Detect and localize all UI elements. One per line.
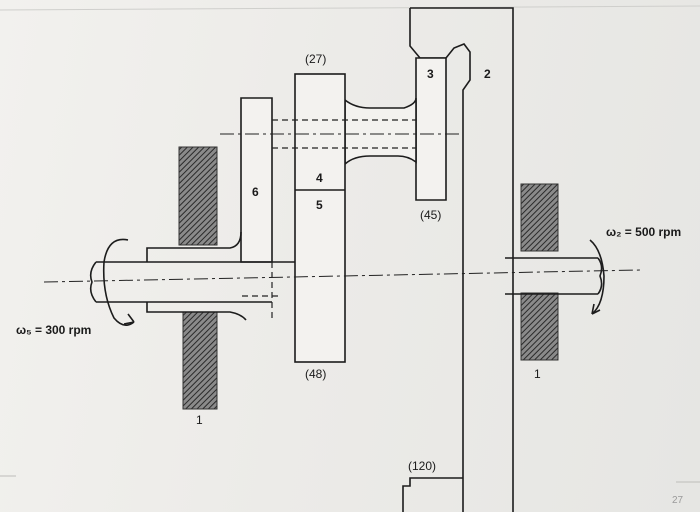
output-shaft-right [505, 257, 603, 295]
input-shaft-left [89, 261, 295, 303]
rotation-arrow-left-icon [102, 238, 135, 326]
label-gear-48: (48) [305, 367, 326, 381]
label-omega-5: ω₅ = 300 rpm [16, 323, 91, 337]
label-gear-3-teeth: (27) [305, 52, 326, 66]
rotation-arrowhead-right-icon [591, 303, 601, 315]
gear-2-arm-outline [402, 7, 514, 512]
label-gear-120: (120) [408, 459, 436, 473]
label-gear-6: 6 [252, 185, 259, 199]
frame-bearing-left-upper [178, 146, 218, 246]
sleeve-shaft [146, 231, 247, 321]
label-gear-5: 5 [316, 198, 323, 212]
label-gear-2: 2 [484, 67, 491, 81]
page-number: 27 [672, 495, 684, 506]
planet-hub [344, 97, 417, 166]
label-gear-4: 4 [316, 171, 323, 185]
label-frame-right: 1 [534, 367, 541, 381]
rotation-arrow-right-icon [589, 239, 605, 315]
rotation-arrowhead-left-icon [123, 313, 135, 325]
frame-bearing-right-upper [520, 183, 559, 252]
label-gear-45: (45) [420, 208, 441, 222]
frame-bearing-left-lower [182, 311, 218, 410]
label-omega-2: ω₂ = 500 rpm [606, 225, 681, 239]
gear-6-arm [240, 97, 273, 263]
gear-4-5-body [294, 73, 346, 363]
frame-bearing-right-lower [520, 292, 559, 361]
label-gear-3: 3 [427, 67, 434, 81]
label-frame-left: 1 [196, 413, 203, 427]
page-edge-line [0, 5, 700, 11]
